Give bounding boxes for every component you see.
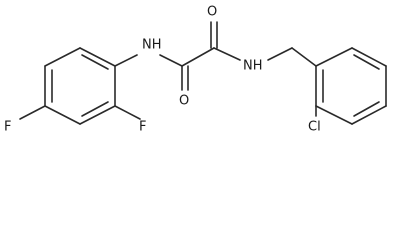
atom-oxygen-bottom: O: [179, 94, 189, 109]
bond-carbonyl-to-carbonyl: [181, 47, 215, 67]
difluorophenyl-ring: [44, 47, 116, 125]
atom-oxygen-top: O: [207, 5, 217, 20]
ring-double-bond: [81, 54, 109, 70]
atom-chlorine: Cl: [308, 120, 321, 135]
ring-bond: [315, 105, 353, 125]
ring-bond: [79, 105, 116, 125]
bond-carbonyl-to-nh: [213, 47, 241, 61]
bond-ring-to-nh: [114, 54, 138, 67]
ring-bond: [351, 105, 387, 125]
bond-nh-to-carbonyl: [159, 54, 183, 67]
ring-double-bond: [353, 101, 380, 117]
ring-double-bond: [81, 101, 109, 117]
ring-bond: [44, 105, 81, 125]
ring-double-bond: [353, 54, 380, 70]
bond-nh-to-ch2: [267, 47, 293, 61]
bond-ring-to-f-ortho: [114, 105, 141, 120]
ring-bond: [351, 47, 387, 67]
atom-nh-left: NH: [142, 38, 162, 53]
ring-bond: [44, 47, 81, 67]
atom-fluorine-para: F: [4, 120, 11, 135]
ring-bond: [79, 47, 116, 67]
bond-ring-to-f: [19, 105, 46, 120]
ring-bond: [315, 47, 353, 67]
atom-nh-right: NH: [243, 59, 263, 74]
chlorophenyl-ring: [315, 47, 387, 125]
atom-fluorine-ortho: F: [139, 120, 146, 135]
structure-diagram: NH O O NH F F Cl: [4, 5, 387, 135]
molecule-drawing: NH O O NH F F Cl: [4, 5, 387, 135]
bond-ch2-to-ring: [291, 47, 317, 67]
